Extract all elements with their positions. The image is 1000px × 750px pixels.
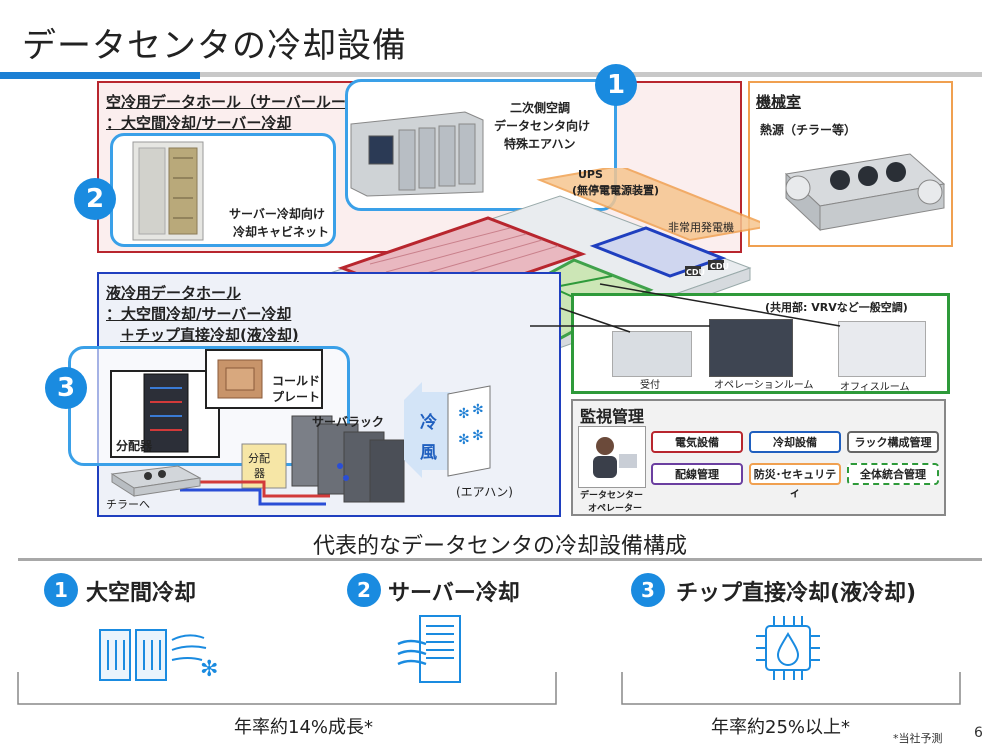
air-handler-label: (エアハン) [456, 485, 513, 499]
page-title: データセンタの冷却設備 [22, 26, 407, 66]
right-bracket [621, 672, 961, 705]
svg-text:✻: ✻ [472, 402, 484, 418]
distributor-small-label-1: 分配 [248, 452, 270, 465]
chiller-illustration [784, 153, 946, 232]
feature-2-badge: 2 [347, 573, 381, 607]
caption-divider [18, 558, 982, 561]
svg-text:✻: ✻ [472, 428, 484, 444]
operator-icon [593, 437, 637, 478]
growth-right: 年率約25%以上* [711, 717, 851, 738]
distributor-label: 分配器 [116, 439, 153, 453]
generator-label: 非常用発電機 [668, 221, 734, 234]
tag-cooling: 冷却設備 [749, 431, 841, 453]
tag-security: 防災･セキュリティ [749, 463, 841, 499]
svg-text:✻: ✻ [200, 657, 218, 682]
feature-2-label: サーバー冷却 [388, 581, 520, 606]
connector-lines [530, 283, 841, 333]
cooling-cabinet-label-2: 冷却キャビネット [233, 225, 330, 239]
cdu-label-1: CDU [686, 268, 706, 277]
growth-left: 年率約14%成長* [234, 717, 374, 738]
svg-text:✻: ✻ [458, 406, 470, 422]
monitoring-title: 監視管理 [580, 407, 645, 426]
air-hall-subtitle: ：大空間冷却/サーバー冷却 [106, 114, 292, 132]
cold-plate-label-1: コールド [272, 374, 321, 388]
left-bracket [17, 672, 557, 705]
feature-3-label: チップ直接冷却(液冷却) [676, 581, 917, 606]
title-divider [200, 72, 982, 77]
machine-room-sub: 熱源（チラー等） [760, 123, 857, 137]
ups-label: UPS [578, 168, 603, 181]
liquid-hall-subtitle-2: ＋チップ直接冷却(液冷却) [120, 326, 299, 344]
diagram-caption: 代表的なデータセンタの冷却設備構成 [312, 534, 687, 559]
tag-integrated: 全体統合管理 [847, 463, 939, 485]
air-handler-illustration: ✻ ✻ ✻ ✻ [447, 385, 491, 477]
operator-label-1: データセンター [580, 491, 644, 501]
ahu-label-1: 二次側空調 [510, 101, 571, 115]
ahu-label-2: データセンタ向け [494, 119, 591, 133]
badge-3: 3 [45, 367, 87, 409]
distributor-illustration [143, 373, 189, 453]
tag-rack-config: ラック構成管理 [847, 431, 939, 453]
server-cooling-icon [397, 615, 461, 683]
operator-label-2: オペレーター [588, 504, 643, 514]
badge-2: 2 [74, 178, 116, 220]
title-accent-bar [0, 72, 200, 79]
office-room-label: オフィスルーム [840, 382, 910, 393]
office-room-photo [838, 321, 926, 377]
cold-air-label-2: 風 [420, 443, 437, 463]
machine-room-title: 機械室 [756, 93, 802, 111]
tag-electrical: 電気設備 [651, 431, 743, 453]
cold-air-arrow [404, 382, 450, 478]
forecast-note: *当社予測 [893, 732, 943, 745]
liquid-hall-title: 液冷用データホール [106, 284, 242, 302]
badge-1: 1 [595, 64, 637, 106]
operation-room-photo [709, 319, 793, 377]
ahu-illustration [350, 111, 484, 197]
cooling-cabinet-label-1: サーバー冷却向け [229, 207, 325, 221]
reception-label: 受付 [640, 380, 660, 391]
cold-plate-illustration [217, 359, 263, 399]
server-rack-label: サーバラック [312, 415, 384, 429]
large-space-cooling-icon: ✻ [99, 629, 218, 682]
feature-3-badge: 3 [631, 573, 665, 607]
cdu-label-2: CDU [710, 262, 730, 271]
reception-photo [612, 331, 692, 377]
tag-wiring: 配線管理 [651, 463, 743, 485]
cooling-cabinet-illustration [132, 141, 204, 241]
page-number: 6 [974, 725, 983, 741]
cold-air-label-1: 冷 [420, 413, 437, 433]
small-chiller-illustration [110, 465, 202, 497]
rack-piping-illustration [180, 415, 405, 506]
to-chiller-label: チラーへ [106, 498, 150, 511]
liquid-hall-subtitle-1: ：大空間冷却/サーバー冷却 [106, 305, 292, 323]
feature-1-badge: 1 [44, 573, 78, 607]
air-hall-title: 空冷用データホール（サーバールーム） [106, 93, 376, 111]
operation-room-label: オペレーションルーム [714, 380, 814, 391]
common-area-title: (共用部: VRVなど一般空調) [765, 301, 908, 314]
ahu-label-3: 特殊エアハン [504, 137, 576, 151]
chip-liquid-cooling-icon [756, 616, 820, 680]
svg-text:✻: ✻ [458, 432, 470, 448]
feature-1-label: 大空間冷却 [86, 581, 197, 606]
distributor-small-label-2: 器 [254, 467, 265, 480]
ups-sub-label: (無停電電源装置) [572, 184, 660, 197]
cold-plate-label-2: プレート [272, 390, 321, 404]
